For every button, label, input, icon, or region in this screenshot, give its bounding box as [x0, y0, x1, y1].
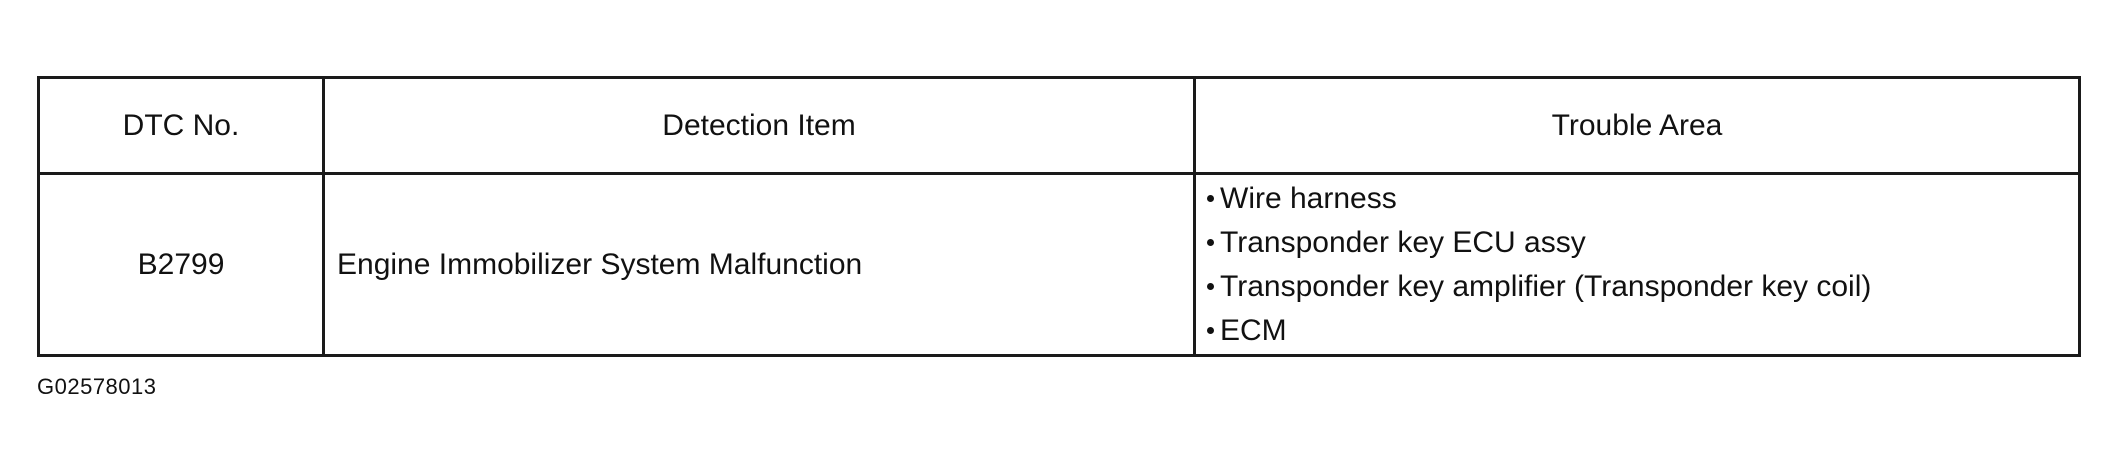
- trouble-area-item: Transponder key ECU assy: [1220, 225, 1586, 259]
- bullet-icon: [1207, 239, 1214, 246]
- detection-item-cell: Engine Immobilizer System Malfunction: [322, 172, 1196, 357]
- list-item: Transponder key ECU assy: [1207, 221, 2078, 265]
- trouble-area-item: ECM: [1220, 313, 1287, 347]
- bullet-icon: [1207, 195, 1214, 202]
- list-item: ECM: [1207, 309, 2078, 353]
- header-detection-item: Detection Item: [322, 76, 1196, 175]
- bullet-icon: [1207, 283, 1214, 290]
- dtc-code-cell: B2799: [37, 172, 325, 357]
- dtc-table: DTC No. Detection Item Trouble Area B279…: [37, 76, 2081, 357]
- trouble-area-cell: Wire harness Transponder key ECU assy Tr…: [1193, 172, 2081, 357]
- header-trouble-area: Trouble Area: [1193, 76, 2081, 175]
- bullet-icon: [1207, 327, 1214, 334]
- trouble-area-list: Wire harness Transponder key ECU assy Tr…: [1207, 177, 2078, 353]
- figure-id: G02578013: [37, 374, 157, 399]
- table-header-row: DTC No. Detection Item Trouble Area: [37, 76, 2081, 175]
- trouble-area-item: Transponder key amplifier (Transponder k…: [1220, 269, 1872, 303]
- list-item: Wire harness: [1207, 177, 2078, 221]
- table-row: B2799 Engine Immobilizer System Malfunct…: [37, 172, 2081, 357]
- trouble-area-item: Wire harness: [1220, 181, 1397, 215]
- header-dtc-no: DTC No.: [37, 76, 325, 175]
- list-item: Transponder key amplifier (Transponder k…: [1207, 265, 2078, 309]
